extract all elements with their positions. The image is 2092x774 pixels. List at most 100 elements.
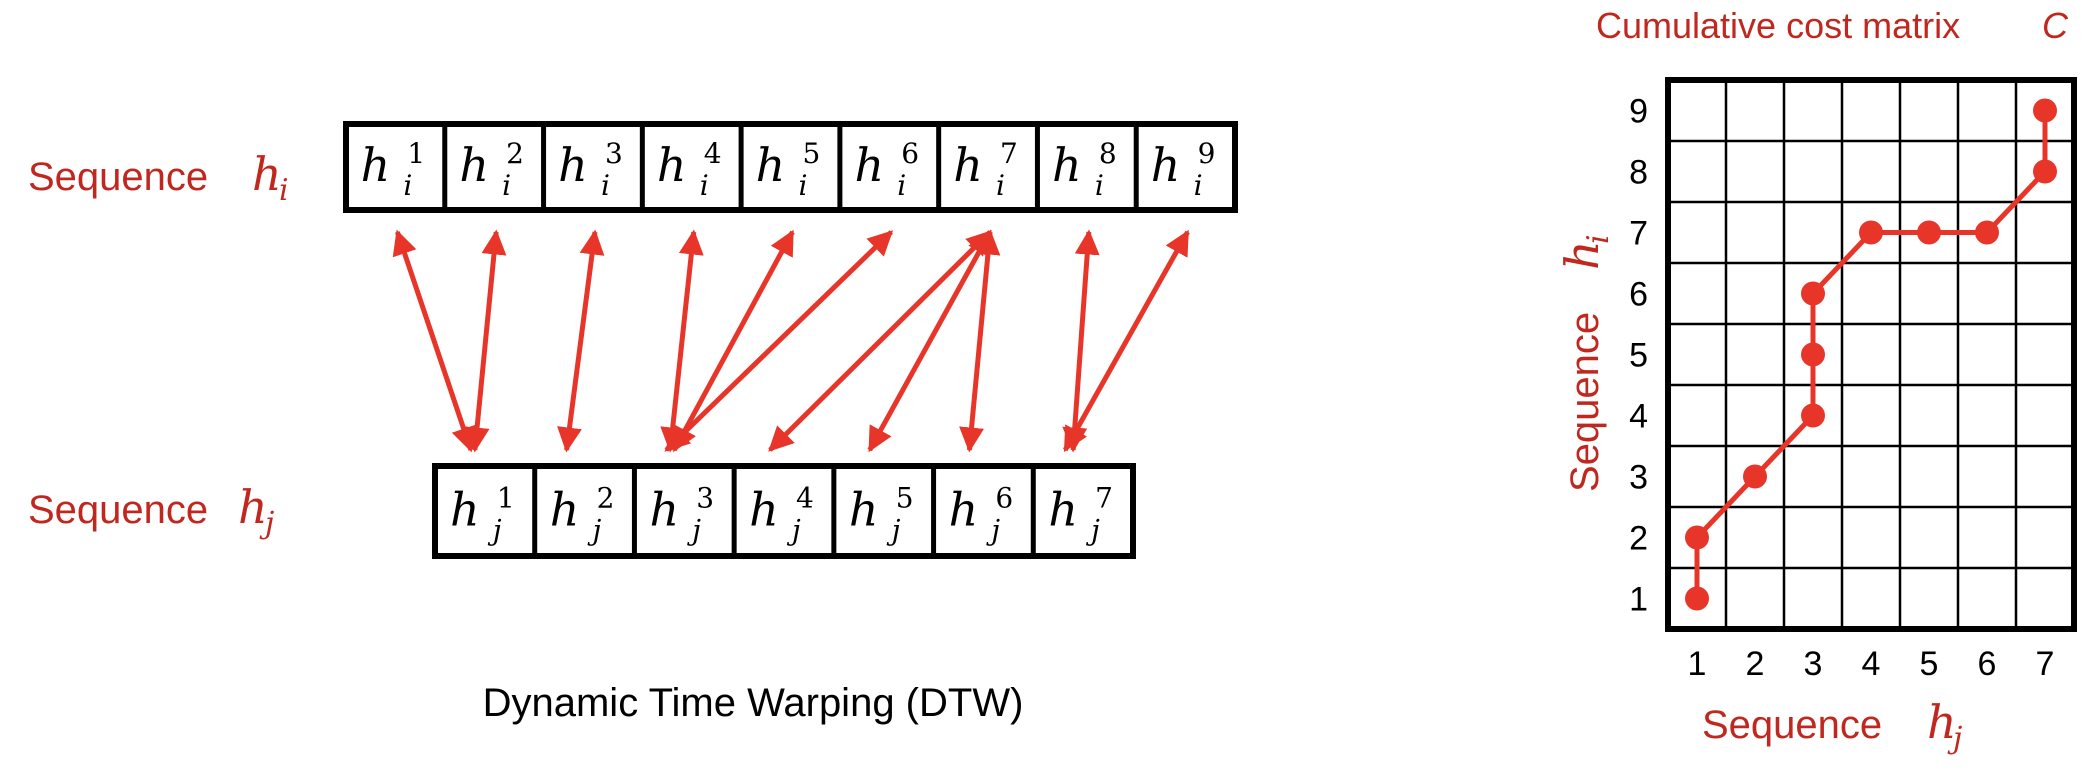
sequence-i-cell-sub: i xyxy=(601,169,610,202)
y-tick-label: 7 xyxy=(1629,215,1648,253)
sequence-i-cell-sup: 7 xyxy=(1000,137,1018,170)
grid-frame xyxy=(1665,77,2077,632)
sequence-i-cell-sup: 6 xyxy=(901,137,919,170)
cost-matrix-grid xyxy=(1665,77,2077,632)
alignment-arrow-i6-j3 xyxy=(664,230,894,452)
sequence-j-cell-sup: 2 xyxy=(597,481,615,514)
matrix-title: Cumulative cost matrix C xyxy=(1596,5,2069,46)
svg-text:C: C xyxy=(2042,5,2069,46)
sequence-i-cell-sup: 4 xyxy=(704,137,722,170)
path-point-j1-i1 xyxy=(1685,586,1709,611)
alignment-arrow-i7-j4 xyxy=(768,230,992,452)
path-point-j1-i2 xyxy=(1685,525,1709,550)
sequence-j-cell-base: h xyxy=(1048,482,1078,536)
svg-text:h: h xyxy=(252,147,282,201)
sequence-i-cell-base: h xyxy=(558,138,588,192)
x-tick-label: 2 xyxy=(1746,645,1765,683)
sequence-i-cell-sup: 3 xyxy=(605,137,623,170)
sequence-i-cell-base: h xyxy=(361,138,391,192)
sequence-i-cell-sup: 9 xyxy=(1198,137,1216,170)
alignment-arrow-i9-j7 xyxy=(1062,229,1190,453)
cost-matrix-ticks: 1 2 3 4 5 6 7 1 2 3 4 5 6 7 8 9 xyxy=(1629,93,2054,684)
x-tick-label: 1 xyxy=(1688,645,1707,683)
svg-text:Sequence: Sequence xyxy=(28,488,208,532)
warping-path-line xyxy=(1694,110,2048,599)
path-point-j3-i6 xyxy=(1801,281,1825,306)
sequence-i-cell-sub: i xyxy=(897,169,906,202)
sequence-i-cell-base: h xyxy=(756,138,786,192)
sequence-j-cell-base: h xyxy=(450,482,480,536)
matrix-x-axis-label: Sequence h j xyxy=(1702,695,1962,756)
sequence-j-row-frame xyxy=(432,463,1136,559)
svg-text:h: h xyxy=(1555,240,1609,270)
x-tick-label: 5 xyxy=(1920,645,1939,683)
svg-text:h: h xyxy=(1927,695,1957,749)
sequence-i-cell-sub: i xyxy=(1194,169,1203,202)
sequence-j-cell-base: h xyxy=(550,482,580,536)
path-point-j5-i7 xyxy=(1917,220,1941,245)
alignment-arrow-i3-j2 xyxy=(557,229,605,453)
path-point-j3-i5 xyxy=(1801,342,1825,367)
dtw-caption: Dynamic Time Warping (DTW) xyxy=(483,681,1024,725)
sequence-j-cell-base: h xyxy=(849,482,879,536)
sequence-i-cell-base: h xyxy=(657,138,687,192)
sequence-i-cell-base: h xyxy=(854,138,884,192)
sequence-i-cell-sub: i xyxy=(799,169,808,202)
y-tick-label: 8 xyxy=(1629,154,1648,192)
sequence-j-cell-base: h xyxy=(649,482,679,536)
y-tick-label: 3 xyxy=(1629,459,1648,497)
sequence-j-cell-sup: 5 xyxy=(896,481,914,514)
svg-text:Sequence: Sequence xyxy=(28,155,208,199)
warping-path xyxy=(1685,98,2057,611)
svg-text:Sequence: Sequence xyxy=(1563,312,1607,492)
alignment-arrow-i7-j6 xyxy=(959,229,1001,453)
y-tick-label: 2 xyxy=(1629,520,1648,558)
y-tick-label: 6 xyxy=(1629,276,1648,314)
svg-text:h: h xyxy=(238,480,268,534)
svg-text:Sequence: Sequence xyxy=(1702,703,1882,747)
sequence-i-cell-base: h xyxy=(1151,138,1181,192)
y-tick-label: 9 xyxy=(1629,93,1648,131)
sequence-j-cell-sup: 6 xyxy=(995,481,1013,514)
sequence-i-cell-base: h xyxy=(1052,138,1082,192)
alignment-arrows xyxy=(392,229,1190,453)
x-tick-label: 6 xyxy=(1978,645,1997,683)
y-tick-label: 4 xyxy=(1629,398,1648,436)
path-point-j3-i4 xyxy=(1801,403,1825,428)
svg-text:i: i xyxy=(279,173,289,208)
sequence-i-cell-sub: i xyxy=(700,169,709,202)
svg-text:i: i xyxy=(1581,234,1616,244)
sequence-j-cell-base: h xyxy=(749,482,779,536)
sequence-j-cell-sup: 1 xyxy=(497,481,515,514)
sequence-j-label: Sequence h j xyxy=(28,480,274,541)
sequence-i-cell-sup: 2 xyxy=(506,137,524,170)
x-tick-label: 4 xyxy=(1862,645,1881,683)
svg-text:Cumulative cost matrix: Cumulative cost matrix xyxy=(1596,5,1960,46)
y-tick-label: 1 xyxy=(1629,581,1648,619)
y-tick-label: 5 xyxy=(1629,337,1648,375)
alignment-arrow-i1-j1 xyxy=(392,229,476,453)
sequence-i-cell-sup: 1 xyxy=(407,137,425,170)
sequence-i-label: Sequence h i xyxy=(28,147,289,208)
sequence-j-cell-base: h xyxy=(949,482,979,536)
sequence-i-cell-sub: i xyxy=(502,169,511,202)
x-tick-label: 3 xyxy=(1804,645,1823,683)
path-point-j4-i7 xyxy=(1859,220,1883,245)
sequence-i-cell-sup: 5 xyxy=(803,137,821,170)
x-tick-label: 7 xyxy=(2036,645,2055,683)
matrix-y-axis-label: Sequence h i xyxy=(1555,234,1616,492)
sequence-i-cell-base: h xyxy=(953,138,983,192)
